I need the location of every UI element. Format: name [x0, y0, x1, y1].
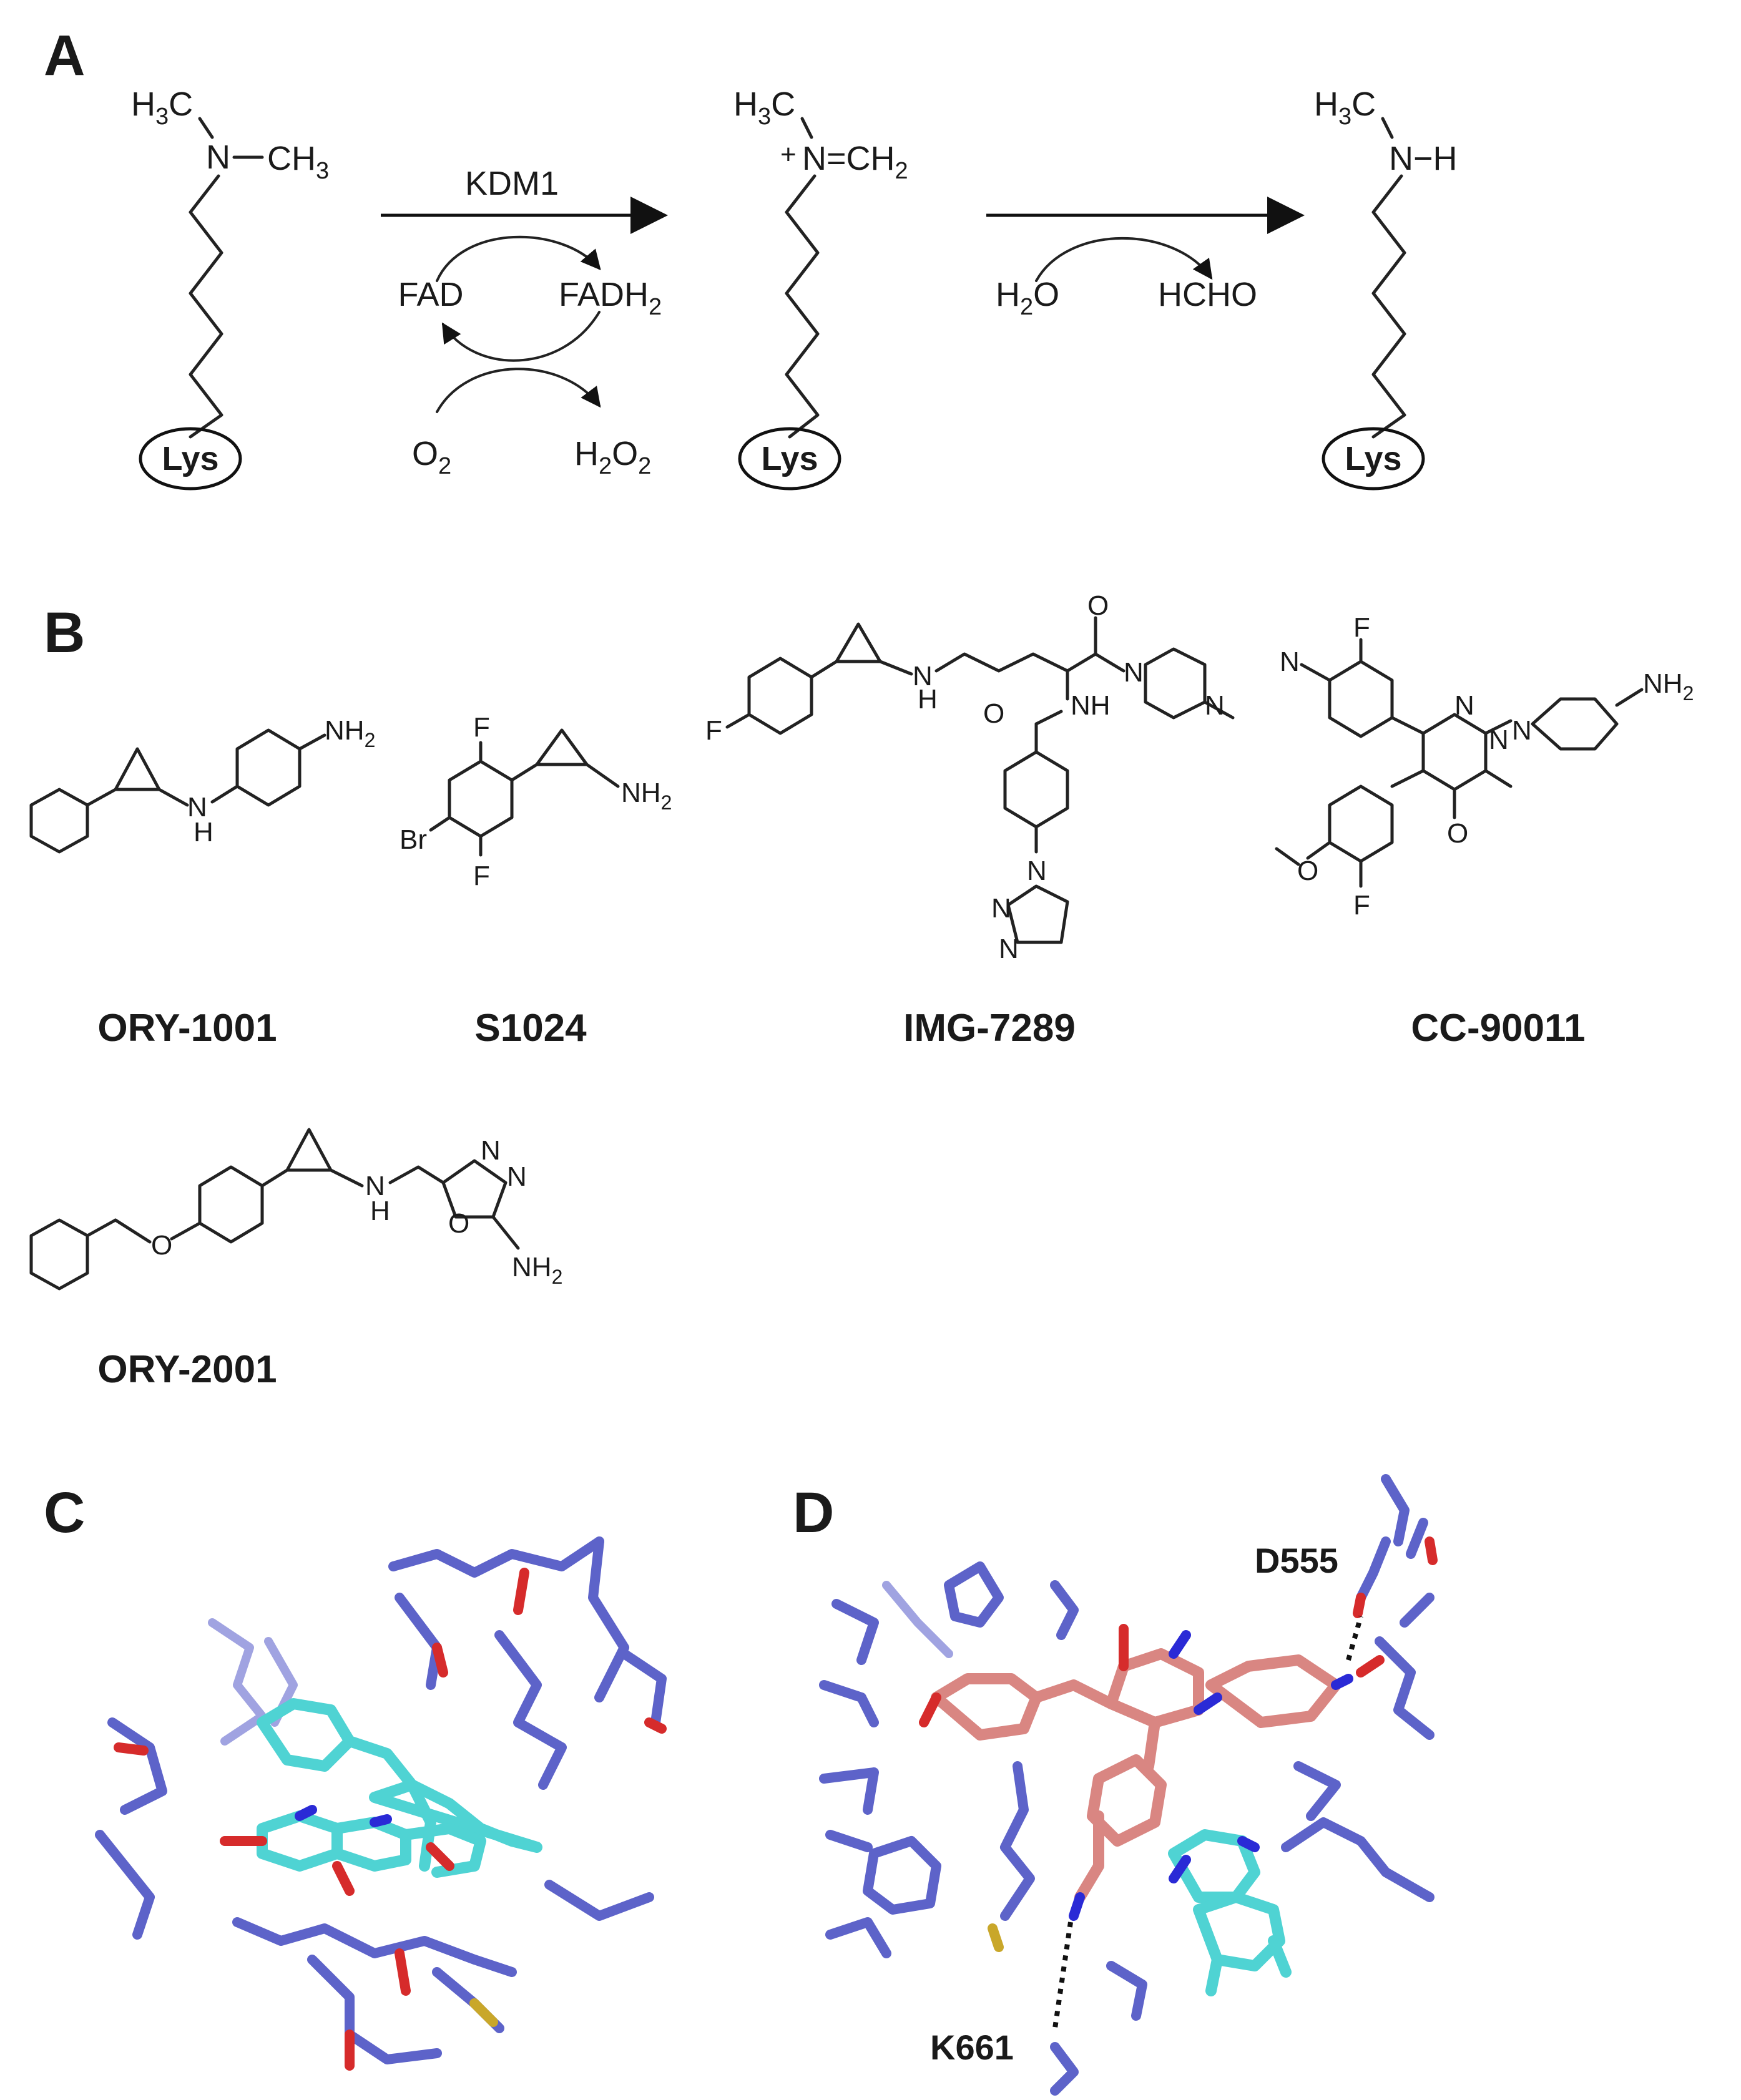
- compound-name: ORY-2001: [97, 1348, 277, 1391]
- panel-c: C: [44, 1481, 667, 2071]
- fluorine: F: [1353, 612, 1370, 643]
- img-7289-structure: F N H O N N NH O N N: [705, 590, 1235, 964]
- methyl-label: H3C: [131, 85, 193, 130]
- residue-label-bottom: K661: [930, 2028, 1014, 2067]
- cc-90011-structure: N F N N N NH2 O F O: [1275, 612, 1694, 921]
- fluorine: F: [1353, 890, 1370, 921]
- amine-n: N: [913, 661, 933, 691]
- triazole-n: N: [991, 893, 1011, 924]
- oxadiazole-n: N: [481, 1135, 501, 1166]
- amine-h: H: [918, 684, 938, 715]
- ether-o: O: [151, 1230, 172, 1261]
- formaldehyde-label: HCHO: [1158, 276, 1257, 313]
- water-label: H2O: [996, 276, 1059, 320]
- panel-d-structure: [819, 1474, 1438, 2096]
- iminium-label: N=CH2: [802, 140, 908, 184]
- panel-d: D: [793, 1474, 1438, 2096]
- panel-b: B N H NH2 ORY-1001 F F Br NH2: [29, 590, 1694, 1391]
- peroxide-label: H2O2: [574, 435, 651, 479]
- hydrolysis-arrow: H2O HCHO: [986, 197, 1305, 320]
- compound-name: IMG-7289: [903, 1007, 1076, 1050]
- oxadiazole-o: O: [448, 1208, 469, 1239]
- oxygen-label: O2: [412, 435, 451, 479]
- fluorine: F: [705, 715, 722, 746]
- triazole-n: N: [1027, 856, 1047, 886]
- plus-charge: +: [780, 139, 797, 170]
- amine-label: N−H: [1389, 140, 1458, 177]
- lys-label: Lys: [1345, 440, 1401, 477]
- ory-1001-structure: N H NH2: [29, 715, 375, 854]
- enzyme-label: KDM1: [465, 165, 559, 202]
- amine-h: H: [370, 1196, 390, 1226]
- oxadiazole-n: N: [507, 1161, 527, 1192]
- amide-nh: NH: [1071, 690, 1111, 721]
- nh2-label: NH2: [1643, 668, 1694, 705]
- panel-c-structure: [95, 1536, 667, 2071]
- fadh2-label: FADH2: [559, 276, 662, 320]
- monomethyl-lysine: H3C N−H Lys: [1314, 85, 1458, 491]
- fad-label: FAD: [398, 276, 463, 313]
- nh2-label: NH2: [512, 1252, 562, 1288]
- compound-name: CC-90011: [1411, 1007, 1585, 1050]
- piperazine-n: N: [1205, 690, 1225, 721]
- nh2-label: NH2: [325, 715, 375, 751]
- amine-n: N: [365, 1171, 385, 1201]
- piperazine-n: N: [1124, 657, 1144, 688]
- residue-label-top: D555: [1255, 1541, 1338, 1580]
- pyrimidine-n: N: [1454, 690, 1474, 721]
- fluorine: F: [473, 712, 490, 743]
- panel-c-label: C: [44, 1481, 85, 1545]
- amine-n: N: [187, 792, 207, 823]
- fluorine: F: [473, 861, 490, 891]
- compound-name: S1024: [474, 1007, 587, 1050]
- methyl-label: H3C: [733, 85, 795, 130]
- panel-a-label: A: [44, 24, 85, 87]
- amide-o: O: [983, 698, 1004, 729]
- carbonyl-o: O: [1447, 818, 1468, 849]
- ch3-label: CH3: [267, 140, 329, 184]
- piperidine-n: N: [1512, 715, 1532, 746]
- bromine: Br: [400, 824, 427, 855]
- panel-b-label: B: [44, 601, 85, 665]
- kdm1-reaction-arrow: KDM1 FAD FADH2 O2 H2O2: [381, 165, 668, 479]
- compound-name: ORY-1001: [97, 1007, 277, 1050]
- methyl-label: H3C: [1314, 85, 1376, 130]
- methoxy-o: O: [1297, 856, 1318, 886]
- lys-label: Lys: [761, 440, 818, 477]
- panel-a: A H3C N CH3 Lys KDM1 FAD FADH2 O2 H2O2 H…: [44, 24, 1458, 491]
- s1024-structure: F F Br NH2: [400, 712, 672, 891]
- lys-label: Lys: [162, 440, 218, 477]
- nitrogen-label: N: [206, 139, 230, 176]
- nh2-label: NH2: [621, 778, 672, 814]
- ory-2001-structure: O N H N N O NH2: [29, 1128, 562, 1291]
- iminium-intermediate: H3C + N=CH2 Lys: [733, 85, 908, 491]
- dimethyl-lysine: H3C N CH3 Lys: [131, 85, 329, 491]
- nitrile-n: N: [1280, 647, 1300, 677]
- amine-h: H: [194, 817, 213, 847]
- panel-d-label: D: [793, 1481, 834, 1545]
- triazole-n: N: [999, 934, 1019, 964]
- carbonyl-o: O: [1087, 590, 1109, 621]
